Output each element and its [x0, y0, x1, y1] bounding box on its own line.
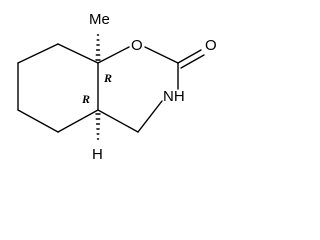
bond-c2-o-a [177, 49, 202, 64]
bond-c8a-o1 [97, 46, 130, 64]
hydrogen-hashed-wedge [95, 113, 101, 140]
bond-c8a-c8 [57, 43, 99, 64]
molecule-structure: Me O O NH H R R [17, 11, 217, 163]
bond-c5-c4a [57, 109, 99, 133]
nitrogen-label: NH [163, 88, 185, 105]
methyl-hashed-wedge [95, 34, 101, 61]
bond-c2-o-b [180, 54, 205, 69]
carbonyl-double-bond [177, 49, 205, 69]
carbonyl-oxygen-label: O [205, 37, 217, 54]
hydrogen-label: H [92, 146, 103, 163]
cyclohexane-ring [17, 43, 99, 133]
methyl-label: Me [89, 11, 110, 28]
ring-oxygen-label: O [131, 37, 143, 54]
bond-c8-c7 [17, 43, 59, 64]
bond-n3-c4 [137, 100, 163, 133]
bond-c4-c4a [97, 109, 139, 133]
stereo-descriptor-c8a: R [103, 71, 112, 85]
bond-o1-c2 [144, 46, 179, 64]
oxazinanone-ring [97, 46, 179, 133]
stereo-descriptor-c4a: R [81, 92, 90, 106]
bond-c6-c5 [17, 109, 59, 133]
